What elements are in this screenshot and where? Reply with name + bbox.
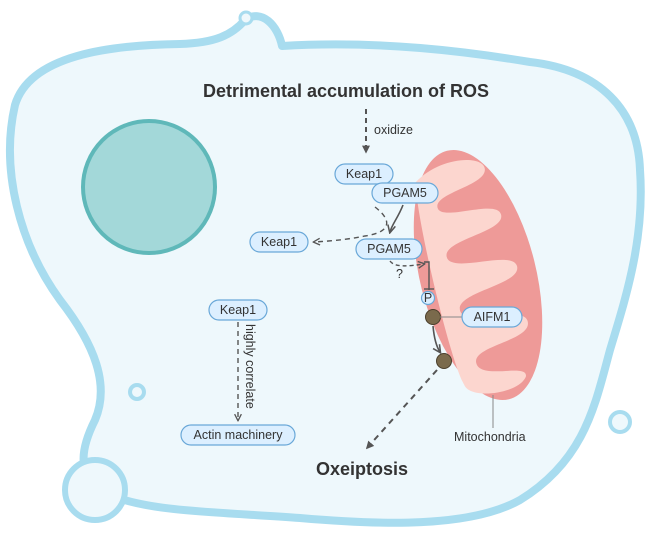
svg-text:P: P	[424, 291, 432, 305]
ros-title: Detrimental accumulation of ROS	[203, 81, 489, 101]
oxidize-label: oxidize	[374, 123, 413, 137]
pgam5-top-pill: PGAM5	[371, 182, 439, 204]
svg-text:Keap1: Keap1	[346, 167, 382, 181]
svg-text:Actin machinery: Actin machinery	[194, 428, 284, 442]
svg-text:PGAM5: PGAM5	[383, 186, 427, 200]
oxeiptosis-label: Oxeiptosis	[316, 459, 408, 479]
highly-correlate-label: highly correlate	[243, 324, 257, 409]
keap1-released-pill: Keap1	[249, 231, 309, 253]
aifm1-bead-top	[425, 309, 441, 325]
mitochondria-label: Mitochondria	[454, 430, 526, 444]
bubble-top	[238, 10, 254, 26]
actin-machinery-pill: Actin machinery	[180, 424, 296, 446]
svg-text:AIFM1: AIFM1	[474, 310, 511, 324]
keap1-top-pill: Keap1	[334, 163, 394, 185]
svg-text:Keap1: Keap1	[261, 235, 297, 249]
bubble-small-left	[128, 383, 146, 401]
mitochondrion	[413, 150, 543, 400]
question-mark: ?	[396, 267, 403, 281]
keap1-left-pill: Keap1	[208, 299, 268, 321]
nucleus	[81, 119, 217, 255]
svg-text:Keap1: Keap1	[220, 303, 256, 317]
svg-text:PGAM5: PGAM5	[367, 242, 411, 256]
aifm1-pill: AIFM1	[461, 306, 523, 328]
aifm1-bead-bottom	[436, 353, 452, 369]
bubble-large	[62, 457, 128, 523]
phospho-marker: P	[420, 290, 436, 306]
pgam5-cleaved-pill: PGAM5	[355, 238, 423, 260]
bubble-small-right	[608, 410, 632, 434]
